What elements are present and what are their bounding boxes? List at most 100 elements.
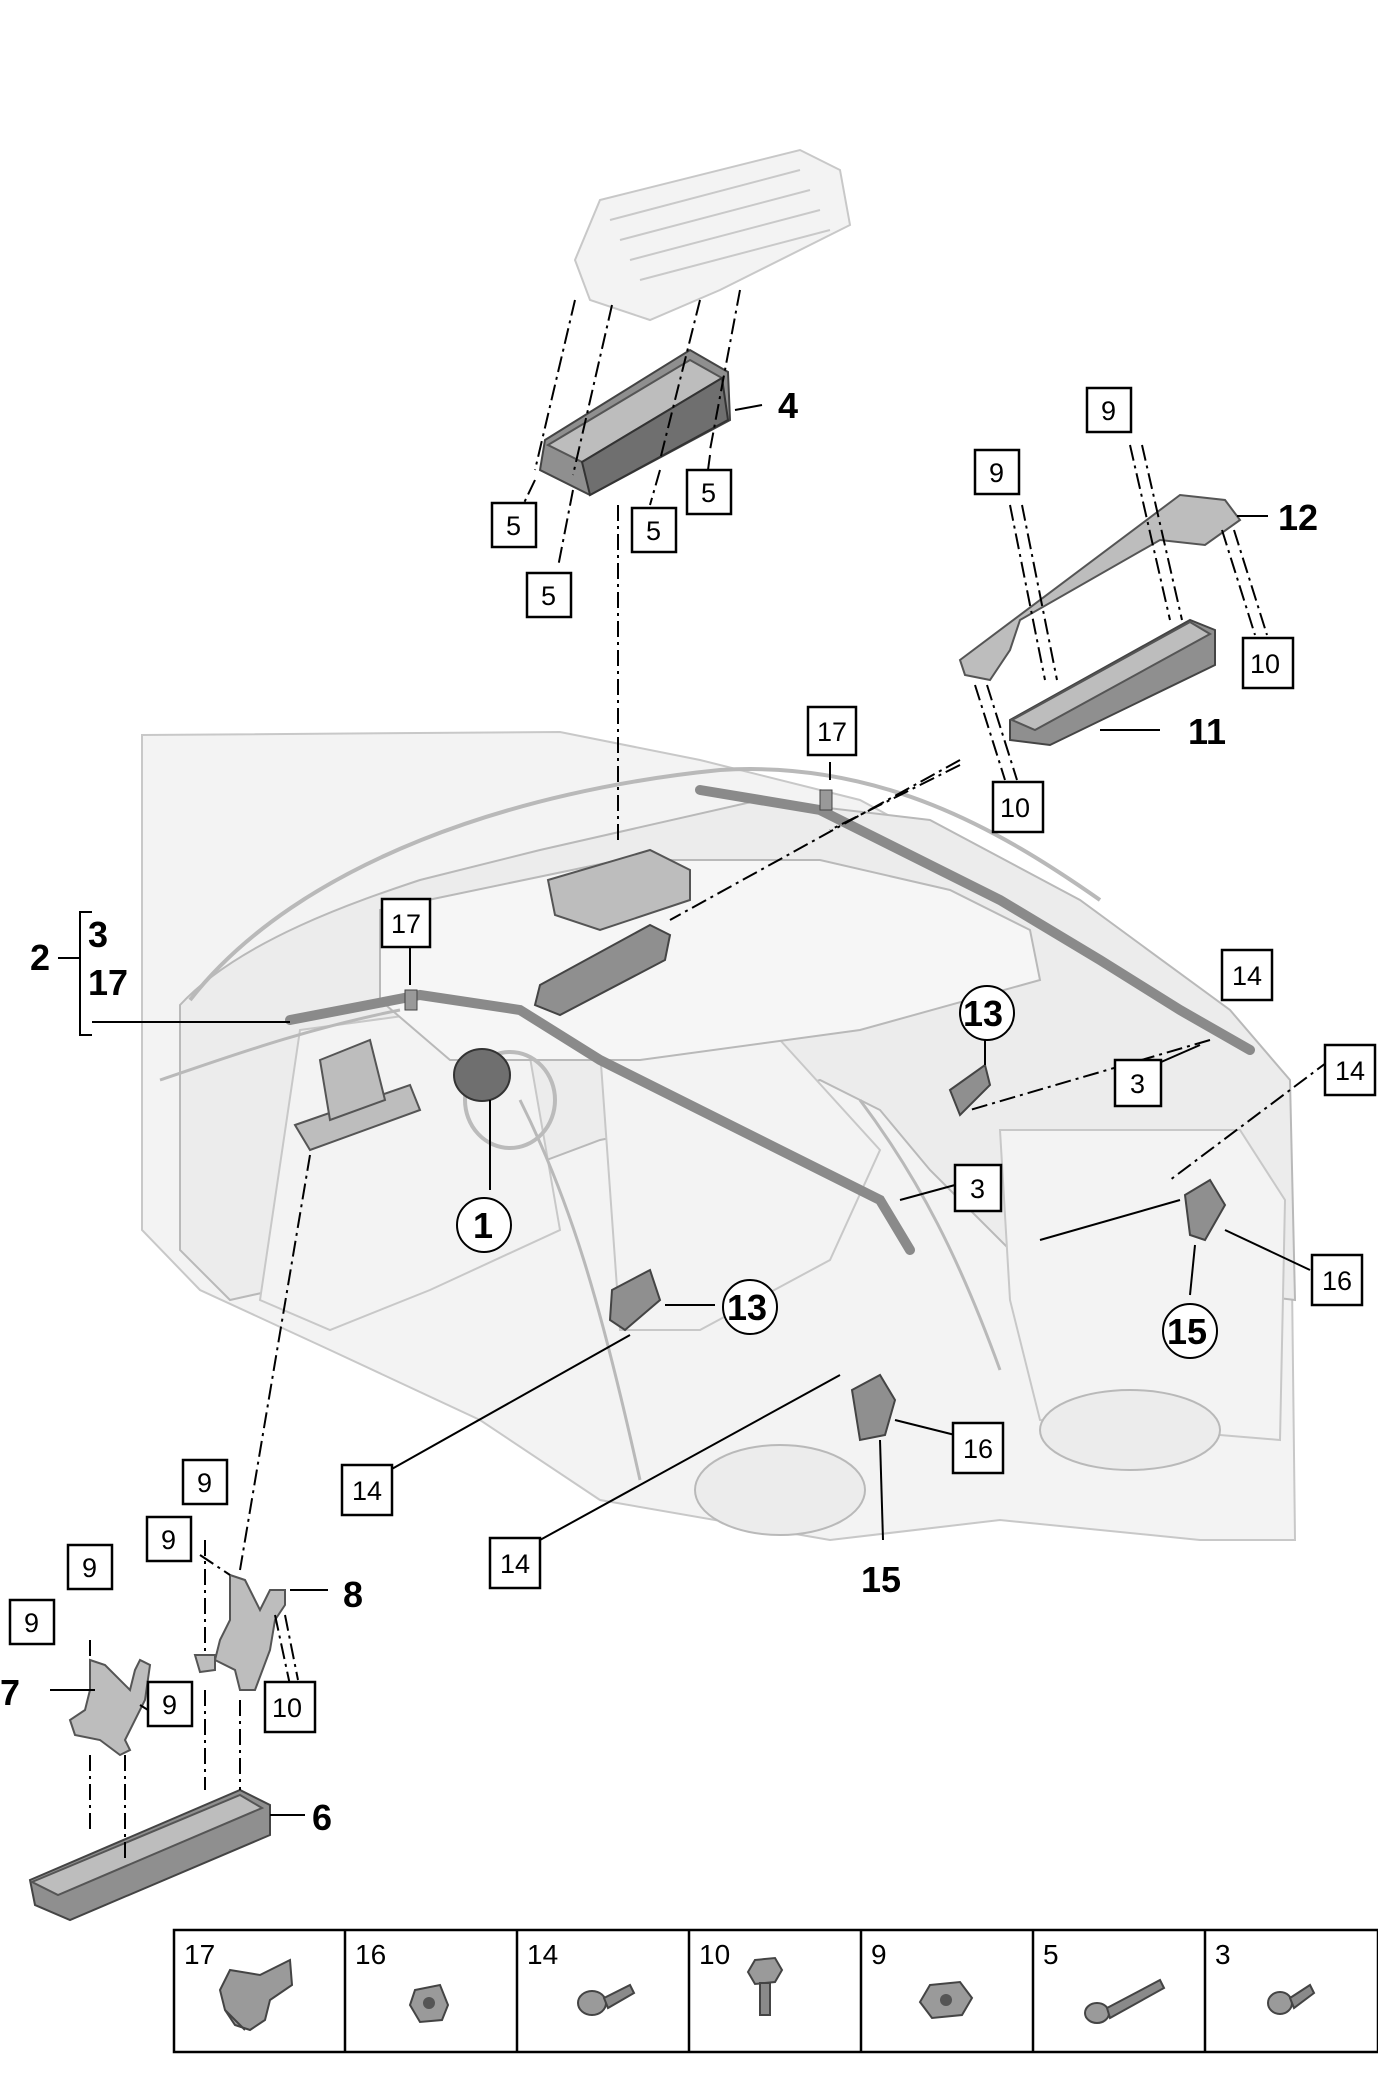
part-4-cover-plate: [573, 148, 852, 322]
part-15-airbag-right: [1183, 1178, 1227, 1242]
callout-15-left: 15: [861, 1559, 901, 1600]
box-3-a-label: 3: [1130, 1069, 1145, 1099]
part-1-steering-airbag: [453, 1048, 557, 1150]
callout-15-right: 15: [1167, 1311, 1207, 1352]
part-11-installed: [533, 923, 672, 1017]
screw-3-icon: [1267, 1983, 1316, 2015]
box-5-b: [525, 571, 573, 619]
box-9-c-label: 9: [197, 1468, 212, 1498]
part-8-bracket: [193, 1573, 286, 1691]
box-5-c-label: 5: [646, 516, 661, 546]
part-15-airbag-left: [850, 1373, 897, 1442]
box-10-c-label: 10: [272, 1693, 302, 1723]
box-17-b-label: 17: [391, 909, 421, 939]
box-9-d: [145, 1515, 193, 1563]
box-5-d-label: 5: [701, 478, 716, 508]
cage-nut-icon: [408, 1983, 450, 2024]
box-17-a: [806, 705, 858, 757]
box-9-g: [146, 1680, 194, 1728]
box-14-b-label: 14: [1335, 1056, 1365, 1086]
part-6-airbag-module: [28, 1788, 271, 1922]
part-13-side-airbag-front: [608, 1268, 662, 1332]
part-4-installed: [546, 848, 691, 932]
callout-1: 1: [473, 1205, 493, 1246]
bolt-10-icon: [746, 1956, 784, 2016]
box-14-a-label: 14: [1232, 961, 1262, 991]
table-cell-10: 10: [699, 1939, 730, 1970]
box-9-e: [66, 1543, 114, 1591]
box-14-a: [1220, 948, 1274, 1002]
box-5-a-label: 5: [506, 511, 521, 541]
callout-2-sub-17: 17: [88, 962, 128, 1003]
box-10-b-label: 10: [1000, 793, 1030, 823]
box-9-b-label: 9: [989, 458, 1004, 488]
box-9-a: [1085, 386, 1133, 434]
box-9-c: [181, 1458, 229, 1506]
table-cell-17: 17: [184, 1939, 215, 1970]
box-3-b-label: 3: [970, 1174, 985, 1204]
box-9-e-label: 9: [82, 1553, 97, 1583]
bold-callouts: 4 12 11 2 3 17 13 1 13 15 15 8 7 6: [0, 385, 1318, 1838]
clip-icon: [218, 1958, 294, 2032]
box-9-d-label: 9: [161, 1525, 176, 1555]
box-14-c: [340, 1463, 394, 1517]
callout-2-sub-3: 3: [88, 914, 108, 955]
callout-12: 12: [1278, 497, 1318, 538]
table-cell-14: 14: [527, 1939, 558, 1970]
callout-13-front-circle: [722, 1279, 778, 1335]
box-5-b-label: 5: [541, 581, 556, 611]
box-14-c-label: 14: [352, 1476, 382, 1506]
table-cell-3: 3: [1215, 1939, 1231, 1970]
box-10-c: [263, 1680, 317, 1734]
part-17-clips: [404, 789, 833, 1011]
part-12-bracket: [958, 493, 1242, 682]
box-14-d-label: 14: [500, 1549, 530, 1579]
callout-1-circle: [456, 1197, 512, 1253]
callout-6: 6: [312, 1797, 332, 1838]
table-cell-16: 16: [355, 1939, 386, 1970]
boxed-callouts: 5 5 5 5 9 9 10 10 17 17 14 14 14 14 3 3: [8, 386, 1377, 1734]
bolt-14-icon: [577, 1983, 636, 2016]
callout-13-rear-circle: [959, 985, 1015, 1041]
leader-lines: [50, 289, 1331, 1860]
box-16-b-label: 16: [963, 1434, 993, 1464]
box-9-g-label: 9: [162, 1690, 177, 1720]
box-3-a: [1113, 1058, 1163, 1108]
box-16-a-label: 16: [1322, 1266, 1352, 1296]
callout-13-front: 13: [727, 1287, 767, 1328]
box-17-a-label: 17: [817, 717, 847, 747]
box-9-a-label: 9: [1101, 396, 1116, 426]
part-13-side-airbag-rear: [948, 1063, 992, 1117]
part-6-installed: [293, 1038, 422, 1152]
part-7-bracket: [68, 1658, 152, 1757]
box-9-f-label: 9: [24, 1608, 39, 1638]
box-16-a: [1310, 1253, 1364, 1307]
table-cell-5: 5: [1043, 1939, 1059, 1970]
box-9-b: [973, 448, 1021, 496]
callout-11: 11: [1188, 711, 1226, 752]
callout-8: 8: [343, 1574, 363, 1615]
box-9-f: [8, 1598, 56, 1646]
box-10-a-label: 10: [1250, 649, 1280, 679]
box-5-c: [630, 506, 678, 554]
box-14-d: [488, 1536, 542, 1590]
hardware-table: 17 16 14 10 9 5 3: [172, 1928, 1378, 2054]
box-5-d: [685, 468, 733, 516]
box-14-b: [1323, 1043, 1377, 1097]
box-5-a: [490, 501, 538, 549]
callout-2: 2: [30, 937, 50, 978]
callout-15-right-circle: [1162, 1303, 1218, 1359]
box-16-b: [951, 1421, 1005, 1475]
hex-nut-icon: [918, 1980, 974, 2020]
callout-4: 4: [778, 385, 798, 426]
callout-7: 7: [0, 1672, 20, 1713]
box-10-b: [991, 780, 1045, 834]
box-17-b: [380, 897, 432, 949]
table-cell-9: 9: [871, 1939, 887, 1970]
part-11-airbag-module: [1009, 618, 1216, 747]
part-3-curtain-airbag-left: [285, 989, 915, 1255]
box-10-a: [1241, 636, 1295, 690]
bolt-5-icon: [1084, 1978, 1166, 2024]
callout-13-rear: 13: [963, 993, 1003, 1034]
